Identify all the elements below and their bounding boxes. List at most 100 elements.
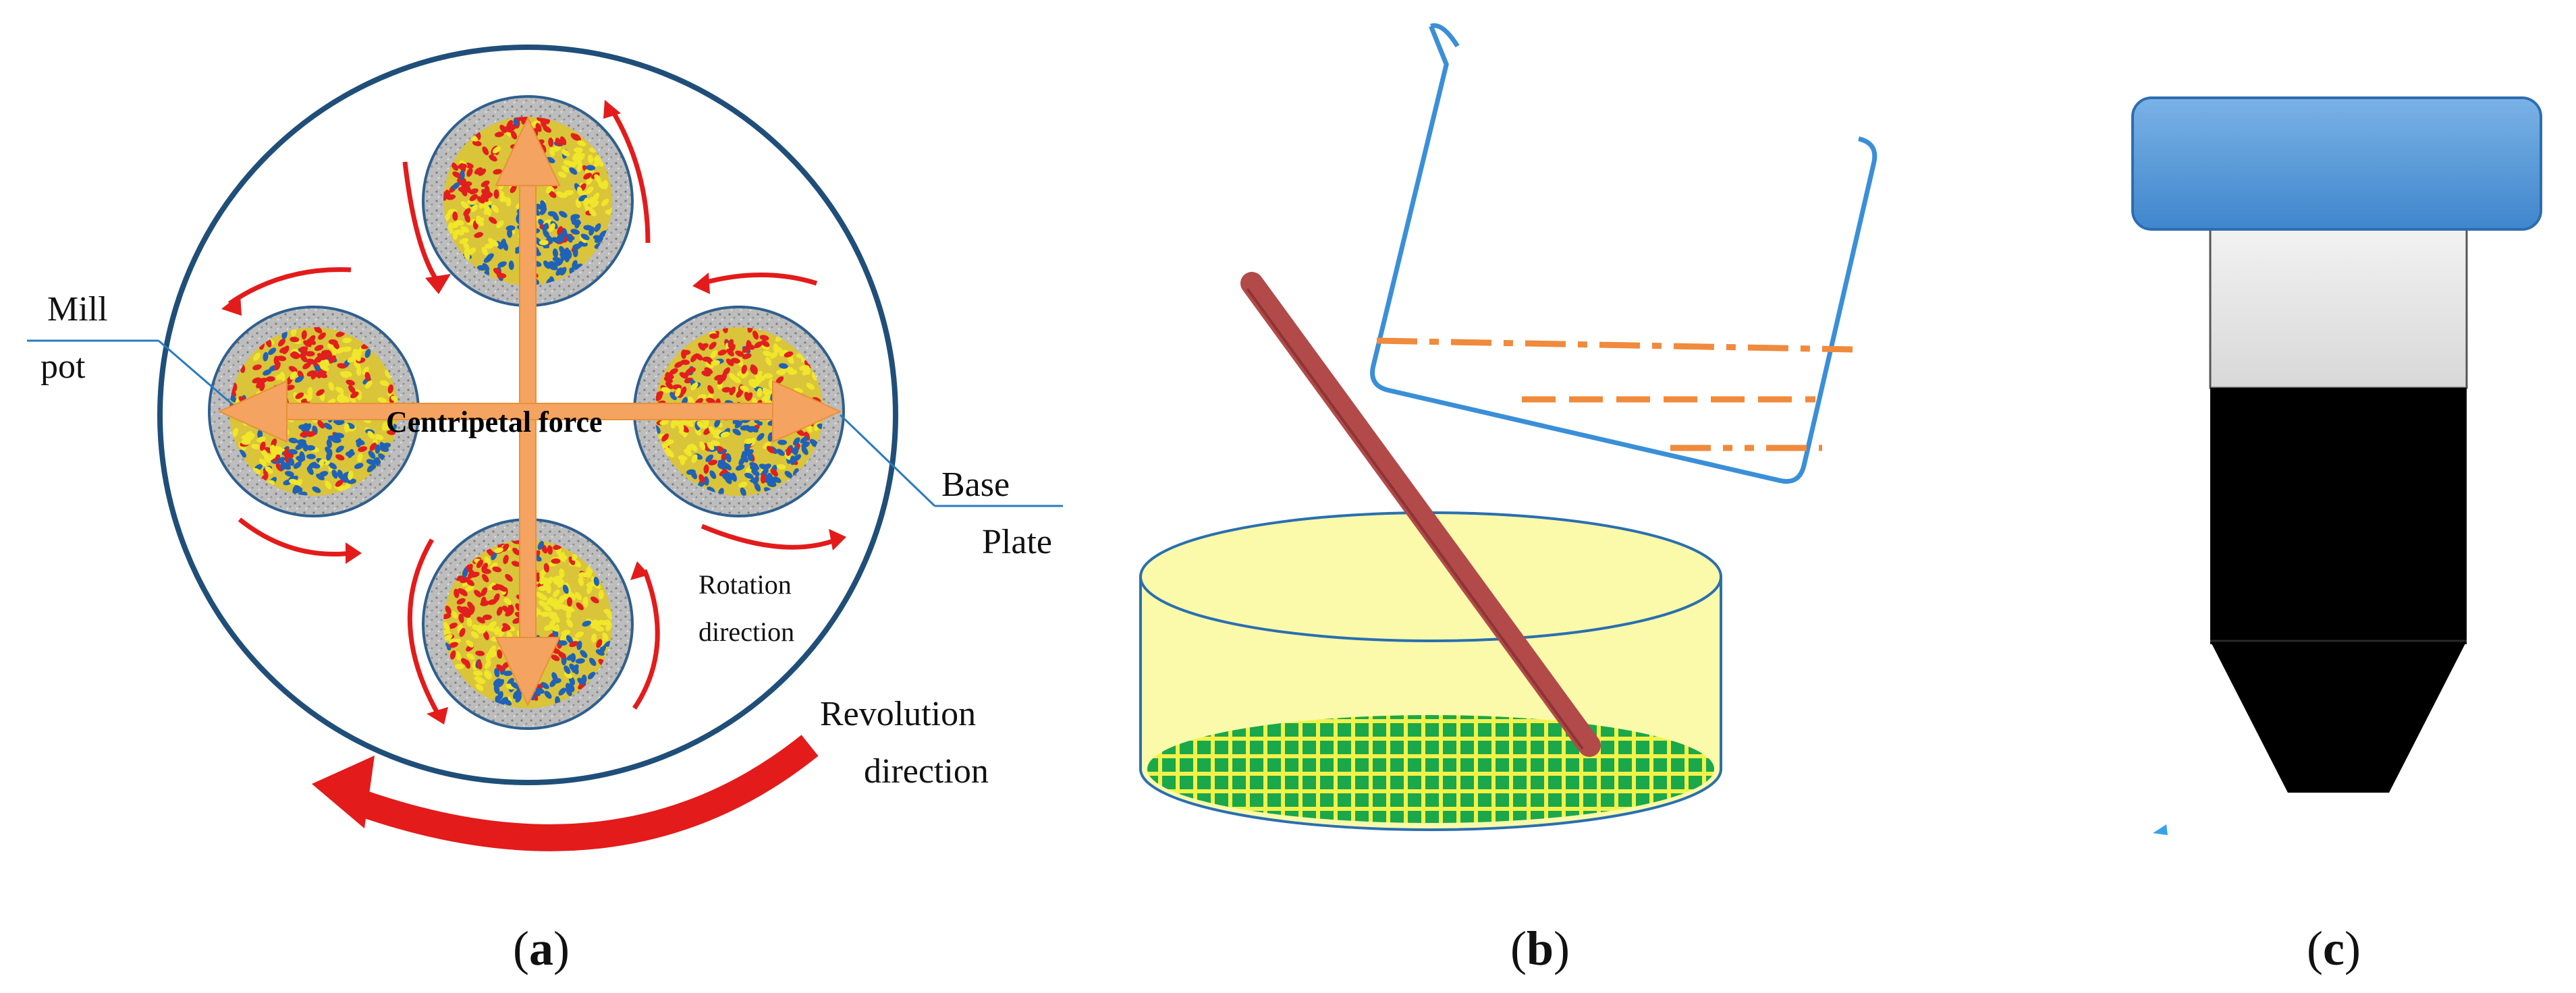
milling-particle [601,619,611,626]
rotation-arrow-top-right [609,107,651,244]
milling-particle [298,454,306,463]
milling-particle [696,421,705,429]
milling-particle [466,199,476,205]
milling-particle [734,420,743,428]
milling-particle [557,640,568,646]
milling-particle [481,563,489,572]
milling-particle [551,237,561,244]
milling-particle [543,563,549,573]
milling-particle [690,382,698,391]
milling-particle [302,362,311,370]
milling-particle [476,196,485,204]
milling-particle [381,422,388,431]
milling-particle [451,182,460,190]
milling-particle [312,486,321,493]
milling-particle [493,189,499,199]
milling-particle [333,432,339,442]
milling-particle [744,472,754,479]
milling-particle [507,228,513,238]
milling-particle [711,440,720,447]
milling-particle [685,420,694,428]
milling-particle [561,149,570,157]
milling-particle [484,660,491,669]
milling-particle [488,237,495,246]
rotation-head-1 [425,274,451,294]
milling-particle [320,364,329,372]
milling-particle [557,171,567,178]
milling-particle [288,449,298,455]
milling-particle [572,260,578,270]
milling-particle [767,472,773,482]
milling-particle [492,146,501,154]
milling-particle [503,555,509,565]
milling-particle [481,180,490,188]
milling-particle [548,190,557,198]
milling-particle [558,595,565,604]
milling-particle [470,631,479,639]
milling-particle [481,624,487,634]
milling-particle [343,472,350,482]
milling-particle [591,596,599,604]
milling-particle [505,573,513,582]
milling-particle [759,335,769,341]
milling-particle [332,341,339,349]
milling-particle [580,233,590,241]
milling-particle [552,589,560,598]
milling-particle [750,465,760,471]
milling-particle [310,463,321,469]
milling-particle [736,464,745,471]
milling-particle [306,466,314,476]
milling-particle [275,373,284,380]
milling-particle [337,485,347,492]
milling-particle [450,611,458,619]
milling-particle [674,387,681,397]
milling-particle [593,576,599,586]
beaker-spout [1430,23,1460,48]
milling-particle [481,573,489,583]
milling-particle [466,617,472,627]
milling-particle [298,346,308,352]
milling-particle [284,453,294,459]
milling-particle [543,625,553,631]
milling-particle [456,598,466,605]
milling-particle [459,627,466,637]
milling-particle [329,355,336,364]
milling-particle [547,545,553,555]
panel-a-ball-mill: Mill pot Centripetal force Base Plate Ro… [27,45,1063,975]
milling-particle [489,645,497,654]
milling-particle [454,663,464,670]
milling-particle [485,652,491,662]
milling-particle [341,346,352,352]
milling-particle [551,558,561,564]
milling-particle [462,568,468,578]
milling-particle [367,464,377,471]
milling-particle [488,621,497,629]
milling-particle [469,194,478,202]
milling-particle [580,650,588,658]
milling-particle [817,423,823,430]
milling-particle [463,208,471,217]
milling-particle [721,387,732,393]
milling-particle [454,220,464,226]
milling-particle [306,358,316,365]
milling-particle [539,569,546,578]
milling-particle [744,438,754,445]
caption-c: (c) [2307,921,2361,975]
milling-particle [553,575,563,581]
milling-particle [572,152,580,161]
milling-particle [511,561,521,567]
milling-particle [256,436,266,443]
milling-particle [669,368,678,375]
milling-particle [541,682,549,689]
milling-particle [761,340,770,347]
milling-particle [544,691,552,699]
milling-particle [567,161,577,167]
milling-particle [597,181,605,190]
rotation-arrow-right-top [701,273,818,286]
milling-particle [754,482,761,492]
milling-particle [566,609,572,619]
milling-particle [760,474,766,484]
milling-particle [241,434,251,441]
milling-particle [475,650,485,656]
milling-particle [510,184,517,194]
